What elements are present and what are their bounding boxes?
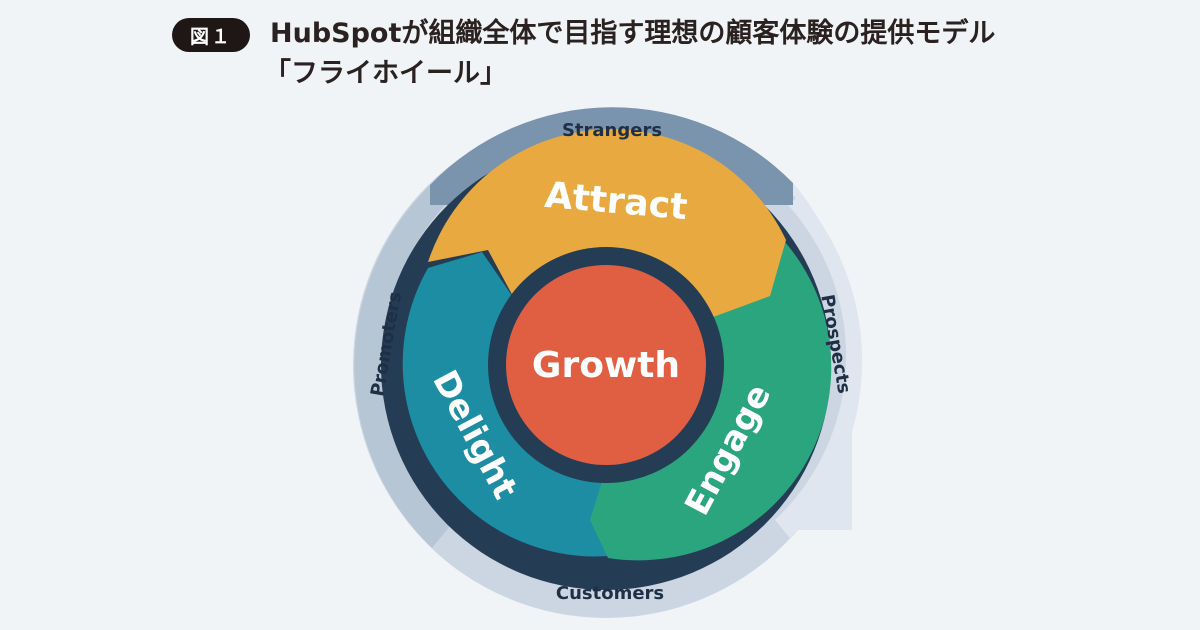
outer-ring-prospects-right xyxy=(775,195,863,538)
growth-center xyxy=(506,265,706,465)
segment-attract xyxy=(428,129,786,320)
figure-title-line2: 「フライホイール」 xyxy=(264,58,507,89)
strangers-label: Strangers xyxy=(562,120,662,141)
outer-ring-promoters xyxy=(354,185,455,548)
growth-label: Growth xyxy=(532,345,680,386)
customers-label: Customers xyxy=(556,583,664,604)
segment-delight xyxy=(402,252,620,557)
figure-title: HubSpotが組織全体で目指す理想の顧客体験の提供モデル 「フライホイール」 xyxy=(264,14,996,94)
figure-badge: 図１ xyxy=(172,18,250,52)
figure-title-line1: HubSpotが組織全体で目指す理想の顧客体験の提供モデル xyxy=(270,18,996,49)
